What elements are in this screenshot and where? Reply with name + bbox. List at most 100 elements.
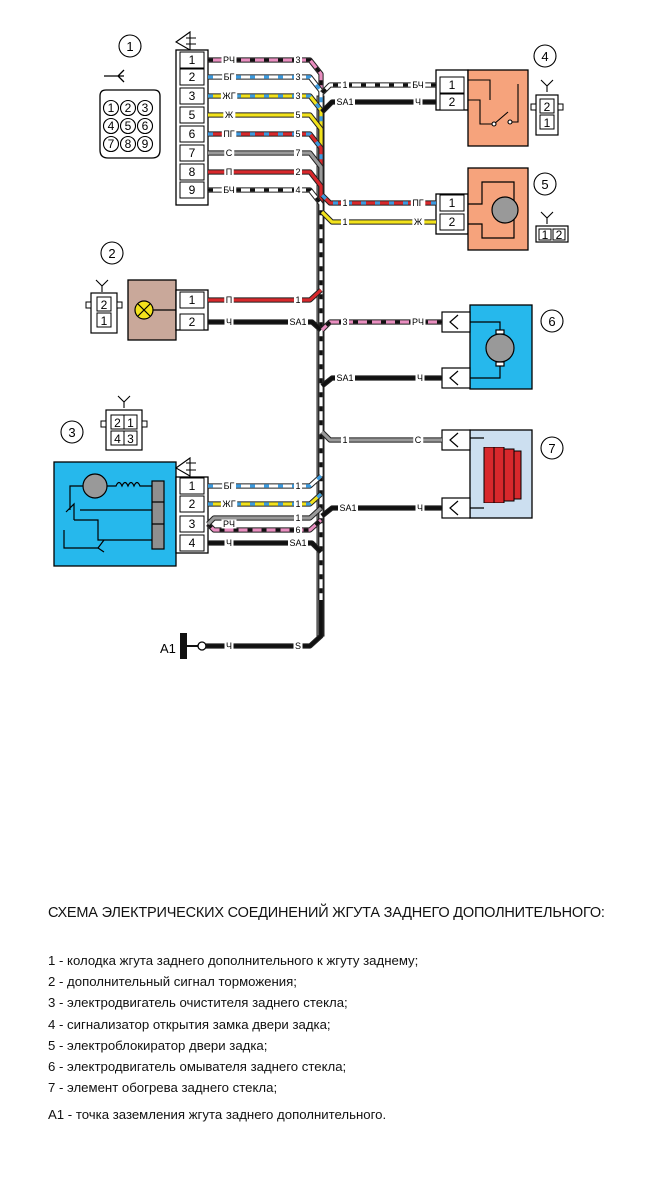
component-2-marker — [100, 241, 124, 265]
pin-number: 4 — [189, 536, 196, 550]
wire-label-background — [412, 217, 425, 227]
pin-cell — [439, 93, 465, 111]
socket-terminal-icon — [441, 367, 471, 389]
wire-number-label: S — [295, 641, 301, 651]
wire-number-label: 5 — [295, 129, 300, 139]
socket-terminal-icon — [441, 429, 471, 451]
switch-icon — [468, 79, 519, 127]
pin-cell — [439, 76, 465, 94]
wire-label-background — [334, 97, 356, 107]
pin-number: 2 — [189, 497, 196, 511]
pin-cell — [179, 68, 205, 86]
wire-label-background — [293, 499, 303, 509]
wire-label-background — [293, 525, 303, 535]
wire-color-label: РЧ — [412, 317, 424, 327]
wire-number-label: 4 — [295, 185, 300, 195]
pin-cell — [179, 51, 205, 69]
pin-number: 1 — [189, 479, 196, 493]
wire-c4-pin-1 — [320, 82, 436, 95]
connector-1-icon-pin: 3 — [142, 101, 149, 115]
plug-symbol-icon — [95, 279, 109, 292]
wire-color-label: ЖГ — [222, 91, 235, 101]
wire-c2-pin-2 — [208, 319, 323, 332]
component-6-number: 6 — [548, 314, 555, 329]
pin-number: 2 — [189, 70, 196, 84]
pin-socket — [136, 99, 154, 117]
wire-c1-pin-7 — [208, 150, 324, 600]
connector-2-icon-pin: 2 — [101, 298, 108, 312]
pin-cell — [179, 163, 205, 181]
connector-5-icon-pin: 1 — [542, 228, 549, 242]
wire-color-label: ЖГ — [222, 499, 235, 509]
wire-color-label: РЧ — [223, 55, 235, 65]
wire-label-background — [224, 148, 235, 158]
wire-label-background — [287, 538, 309, 548]
wire-label-background — [410, 317, 426, 327]
wire-color-label: Ч — [226, 641, 232, 651]
wire-c6-pin-1 — [320, 319, 442, 332]
wire-color-label: П — [226, 295, 232, 305]
wire-label-background — [293, 513, 303, 523]
motor-icon — [468, 181, 519, 239]
wire-color-label: Ч — [415, 97, 421, 107]
ground-point-label: А1 — [160, 641, 176, 656]
pin-number: 7 — [189, 146, 196, 160]
wire-label-background — [220, 499, 238, 509]
component-5-number: 5 — [541, 177, 548, 192]
pin-number: 1 — [189, 293, 196, 307]
wire-color-label: С — [226, 148, 233, 158]
pin-number: 6 — [189, 127, 196, 141]
pin-cell — [179, 495, 205, 513]
pin-socket — [102, 117, 120, 135]
wire-number-label: 1 — [342, 435, 347, 445]
pin-cell — [439, 194, 465, 212]
wiper-motor-internals — [63, 473, 165, 553]
pin-cell — [179, 144, 205, 162]
ground-point-a1: А1 — [160, 633, 207, 659]
connector-1-icon-pin: 2 — [125, 101, 132, 115]
wire-label-background — [293, 91, 303, 101]
arrow-left-icon — [104, 69, 125, 83]
wire-label-background — [340, 80, 350, 90]
plug-symbol-icon — [540, 79, 554, 92]
wire-label-background — [293, 55, 303, 65]
socket-terminal-icon — [441, 311, 471, 333]
wire-label-background — [293, 167, 303, 177]
plug-symbol-icon — [174, 30, 196, 51]
pin-number: 1 — [449, 78, 456, 92]
wire-label-background — [224, 641, 234, 651]
wire-label-background — [340, 317, 350, 327]
wire-number-label: 1 — [295, 499, 300, 509]
wire-label-background — [413, 435, 424, 445]
wire-color-label: Ч — [417, 503, 423, 513]
pin-number: 1 — [189, 53, 196, 67]
legend-ground-note: А1 - точка заземления жгута заднего допо… — [48, 1107, 387, 1122]
connector-3-icon-pin: 2 — [114, 416, 121, 430]
wire-label-background — [222, 481, 237, 491]
pin-socket — [119, 99, 137, 117]
wire-color-label: БГ — [224, 481, 235, 491]
component-2-number: 2 — [108, 246, 115, 261]
wire-c3-pin-4 — [208, 540, 323, 554]
pin-cell — [179, 87, 205, 105]
wire-number-label: 1 — [342, 198, 347, 208]
wire-label-background — [410, 80, 426, 90]
pin-number: 1 — [449, 196, 456, 210]
wire-number-label: 1 — [342, 217, 347, 227]
component-1-marker — [118, 34, 142, 58]
legend-item: 7 - элемент обогрева заднего стекла; — [48, 1080, 278, 1096]
wire-number-label: 3 — [342, 317, 347, 327]
pin-cell — [179, 125, 205, 143]
motor-icon — [470, 321, 515, 379]
wire-c1-pin-9 — [208, 187, 324, 600]
wire-color-label: Ч — [226, 538, 232, 548]
wire-label-background — [220, 91, 238, 101]
plug-symbol-icon — [174, 456, 196, 477]
wire-label-background — [415, 503, 425, 513]
wire-c4-pin-2 — [320, 99, 436, 114]
pin-cell — [179, 106, 205, 124]
wire-label-background — [224, 317, 234, 327]
component-3-marker — [60, 420, 84, 444]
wire-label-background — [223, 110, 236, 120]
